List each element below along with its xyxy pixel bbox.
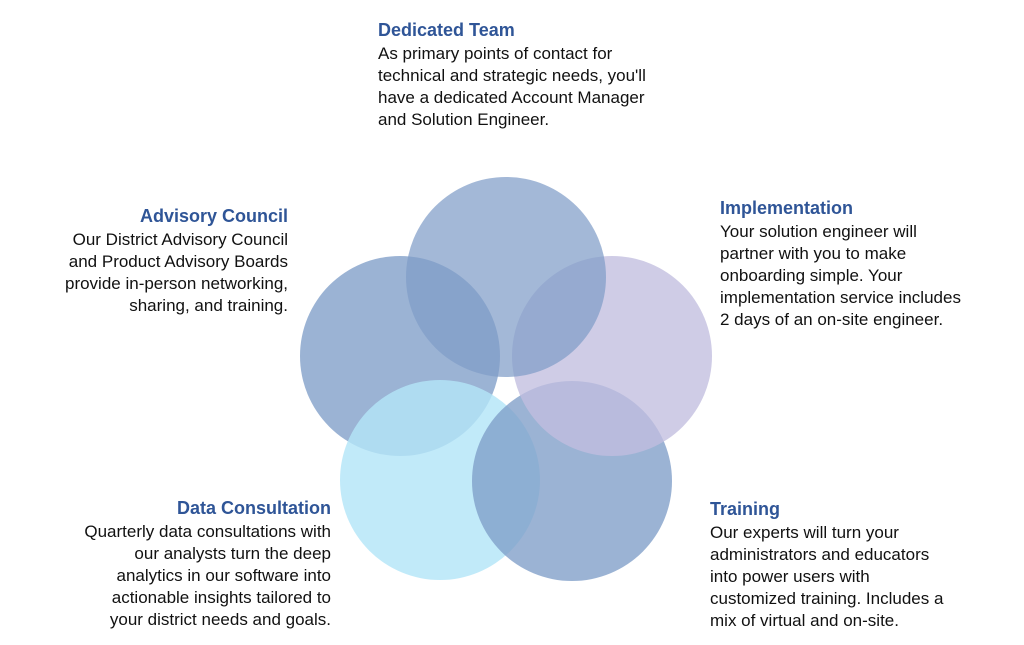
training-line: Our experts will turn your [710,523,899,542]
training-description: Our experts will turn your administrator… [710,522,1000,632]
advisory-council-block: Advisory Council Our District Advisory C… [20,205,288,317]
training-title: Training [710,499,781,519]
data-consultation-line: our analysts turn the deep [134,544,331,563]
dedicated-team-block: Dedicated Team As primary points of cont… [378,19,708,131]
dedicated-team-line: have a dedicated Account Manager [378,88,645,107]
data-consultation-block: Data Consultation Quarterly data consult… [20,497,331,631]
advisory-council-line: provide in-person networking, [64,274,288,293]
dedicated-team-title: Dedicated Team [378,20,515,40]
data-consultation-line: your district needs and goals. [109,610,331,629]
implementation-title: Implementation [720,198,854,218]
advisory-council-line: and Product Advisory Boards [68,252,288,271]
implementation-description: Your solution engineer will partner with… [720,221,1015,331]
data-consultation-line: Quarterly data consultations with [84,522,331,541]
dedicated-team-line: As primary points of contact for [378,44,613,63]
data-consultation-line: analytics in our software into [116,566,332,585]
training-block: Training Our experts will turn your admi… [710,498,1000,632]
implementation-line: Your solution engineer will [720,222,917,241]
dedicated-team-description: As primary points of contact for technic… [378,43,708,131]
circle-dedicated-team [406,177,606,377]
data-consultation-line: actionable insights tailored to [111,588,331,607]
implementation-line: onboarding simple. Your [720,266,903,285]
implementation-line: 2 days of an on-site engineer. [720,310,944,329]
advisory-council-title: Advisory Council [139,206,288,226]
dedicated-team-line: technical and strategic needs, you'll [378,66,646,85]
training-line: administrators and educators [710,545,930,564]
dedicated-team-line: and Solution Engineer. [378,110,550,129]
training-line: mix of virtual and on-site. [710,611,899,630]
advisory-council-line: Our District Advisory Council [72,230,288,249]
implementation-line: partner with you to make [720,244,907,263]
training-line: into power users with [710,567,870,586]
advisory-council-description: Our District Advisory Council and Produc… [20,229,288,317]
implementation-block: Implementation Your solution engineer wi… [720,197,1015,331]
advisory-council-line: sharing, and training. [129,296,288,315]
training-line: customized training. Includes a [710,589,944,608]
data-consultation-title: Data Consultation [176,498,331,518]
data-consultation-description: Quarterly data consultations with our an… [20,521,331,631]
implementation-line: implementation service includes [720,288,961,307]
